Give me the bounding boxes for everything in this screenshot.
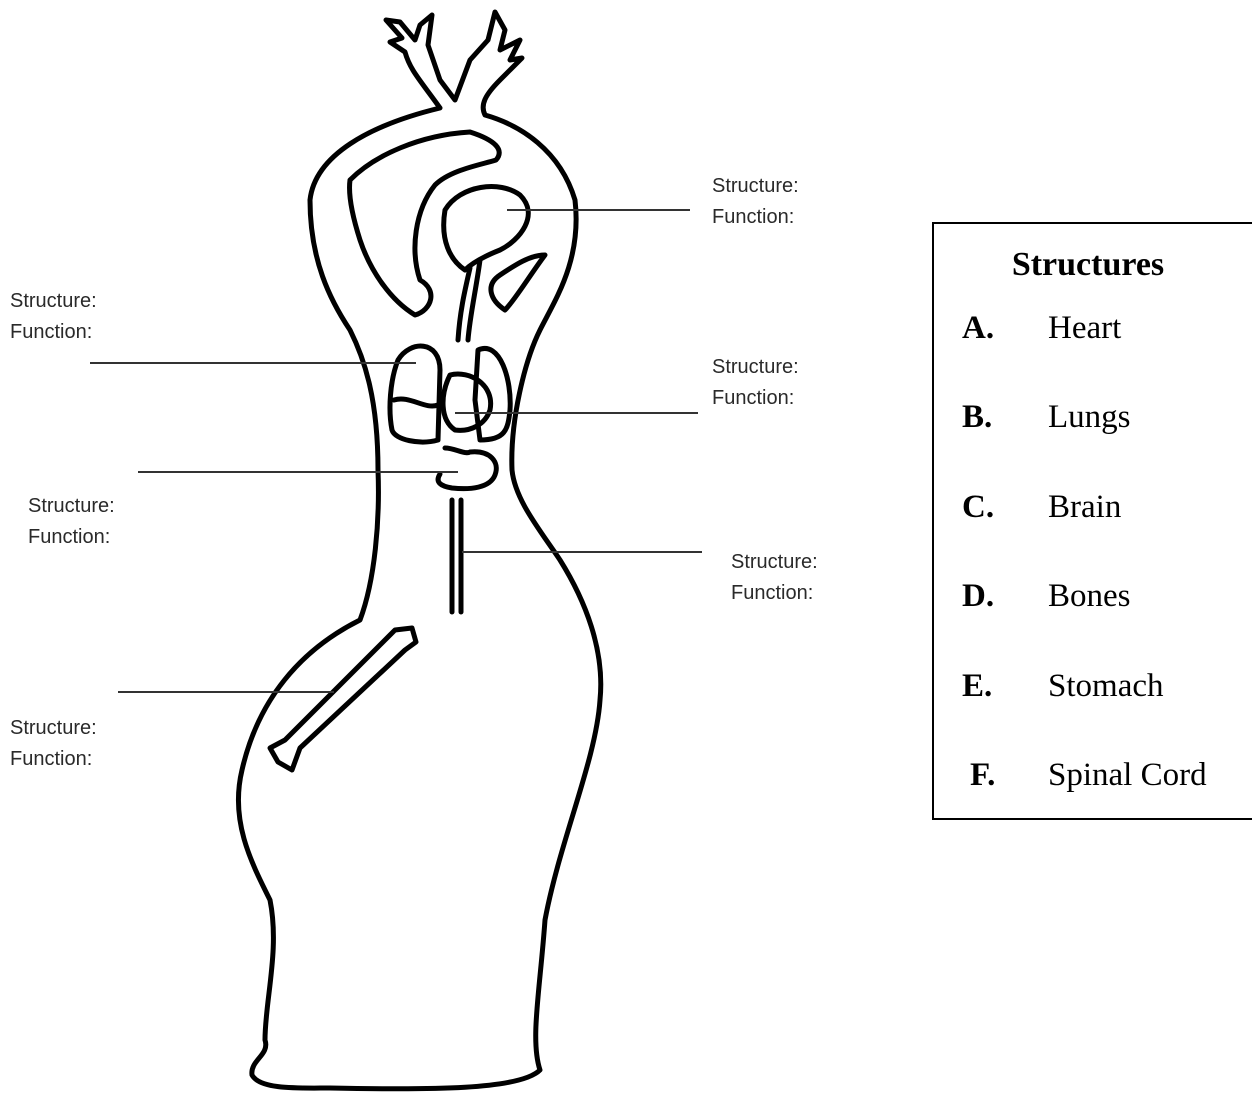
heart-shape — [443, 374, 491, 430]
function-label: Function: — [10, 317, 97, 348]
key-item: D. Bones — [934, 578, 1252, 618]
key-name: Stomach — [1048, 668, 1163, 705]
structure-label: Structure: — [10, 286, 97, 317]
key-name: Bones — [1048, 578, 1131, 615]
structure-label: Structure: — [10, 713, 97, 744]
key-item: F. Spinal Cord — [934, 757, 1252, 797]
stomach-label: Structure: Function: — [28, 491, 115, 553]
structure-label: Structure: — [28, 491, 115, 522]
key-letter: B. — [962, 399, 992, 436]
function-label: Function: — [731, 578, 818, 609]
heart-label: Structure: Function: — [712, 352, 799, 414]
body-outline — [238, 12, 600, 1089]
lung-left-lobe — [394, 399, 438, 406]
structure-label: Structure: — [731, 547, 818, 578]
key-name: Brain — [1048, 489, 1121, 526]
stomach-shape — [438, 448, 496, 489]
key-item: B. Lungs — [934, 399, 1252, 439]
arm-gap-right — [491, 255, 545, 310]
key-letter: A. — [962, 310, 994, 347]
brain-label: Structure: Function: — [712, 171, 799, 233]
structure-label: Structure: — [712, 171, 799, 202]
spinal-label-left: Structure: Function: — [10, 286, 97, 348]
key-letter: D. — [962, 578, 994, 615]
function-label: Function: — [10, 744, 97, 775]
key-title: Structures — [934, 246, 1252, 284]
key-letter: C. — [962, 489, 994, 526]
key-name: Spinal Cord — [1048, 757, 1207, 794]
key-item: C. Brain — [934, 489, 1252, 529]
brain-shape — [444, 187, 529, 270]
function-label: Function: — [712, 202, 799, 233]
structures-key: Structures A. Heart B. Lungs C. Brain D.… — [932, 222, 1252, 820]
spinal-label-right: Structure: Function: — [731, 547, 818, 609]
femur-bone — [270, 628, 416, 770]
lung-left — [390, 346, 440, 442]
key-item: E. Stomach — [934, 668, 1252, 708]
key-letter: F. — [970, 757, 995, 794]
bone-label: Structure: Function: — [10, 713, 97, 775]
key-item: A. Heart — [934, 310, 1252, 350]
function-label: Function: — [712, 383, 799, 414]
key-name: Heart — [1048, 310, 1121, 347]
function-label: Function: — [28, 522, 115, 553]
key-name: Lungs — [1048, 399, 1131, 436]
key-letter: E. — [962, 668, 992, 705]
structure-label: Structure: — [712, 352, 799, 383]
